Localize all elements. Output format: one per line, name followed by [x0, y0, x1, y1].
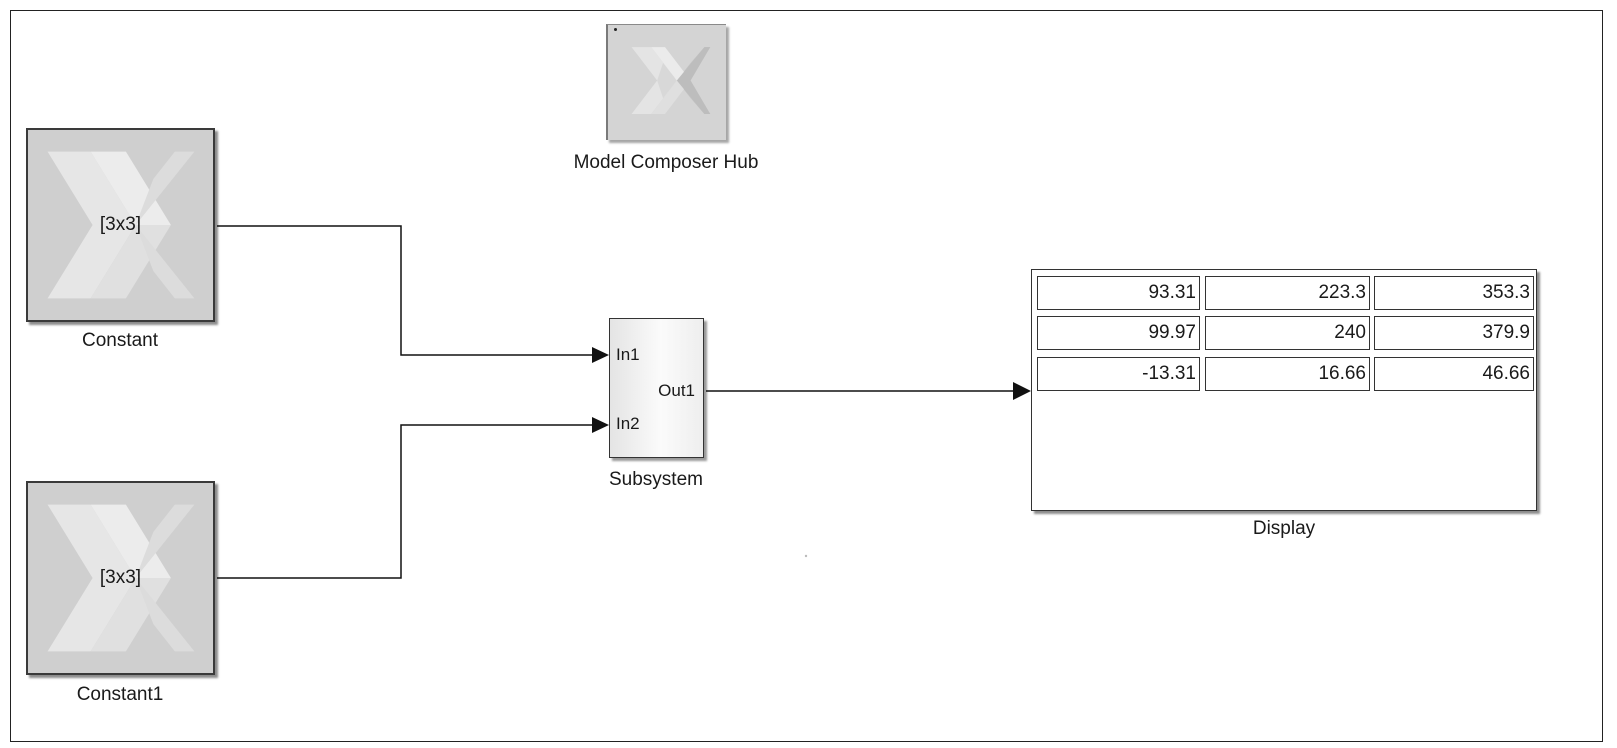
constant-value: [3x3]: [99, 214, 142, 235]
subsystem-out1-port: Out1: [658, 381, 695, 400]
hub-label: Model Composer Hub: [573, 152, 759, 173]
display-cell: -13.31: [1037, 357, 1200, 391]
display-cell: 46.66: [1374, 357, 1534, 391]
display-cell: 379.9: [1374, 316, 1534, 350]
xilinx-logo-icon: [631, 47, 711, 114]
constant-block[interactable]: [3x3]: [26, 128, 215, 322]
model-composer-hub-block[interactable]: [606, 24, 726, 140]
subsystem-in2-port: In2: [616, 414, 640, 433]
xilinx-logo-icon: [47, 151, 195, 299]
display-cell: 240: [1205, 316, 1370, 350]
xilinx-logo-icon: [47, 504, 195, 652]
constant-label: Constant: [81, 330, 159, 351]
constant1-value: [3x3]: [99, 567, 142, 588]
subsystem-in1-port: In1: [616, 345, 640, 364]
subsystem-label: Subsystem: [609, 469, 703, 490]
constant1-label: Constant1: [76, 684, 164, 705]
hub-indicator-dot: [614, 28, 617, 31]
display-cell: 16.66: [1205, 357, 1370, 391]
display-cell: 223.3: [1205, 276, 1370, 310]
display-cell: 353.3: [1374, 276, 1534, 310]
display-cell: 99.97: [1037, 316, 1200, 350]
display-label: Display: [1252, 518, 1316, 539]
subsystem-block[interactable]: In1 In2 Out1: [609, 318, 704, 458]
display-block[interactable]: 93.31 223.3 353.3 99.97 240 379.9 -13.31…: [1031, 269, 1537, 511]
display-cell: 93.31: [1037, 276, 1200, 310]
constant1-block[interactable]: [3x3]: [26, 481, 215, 675]
